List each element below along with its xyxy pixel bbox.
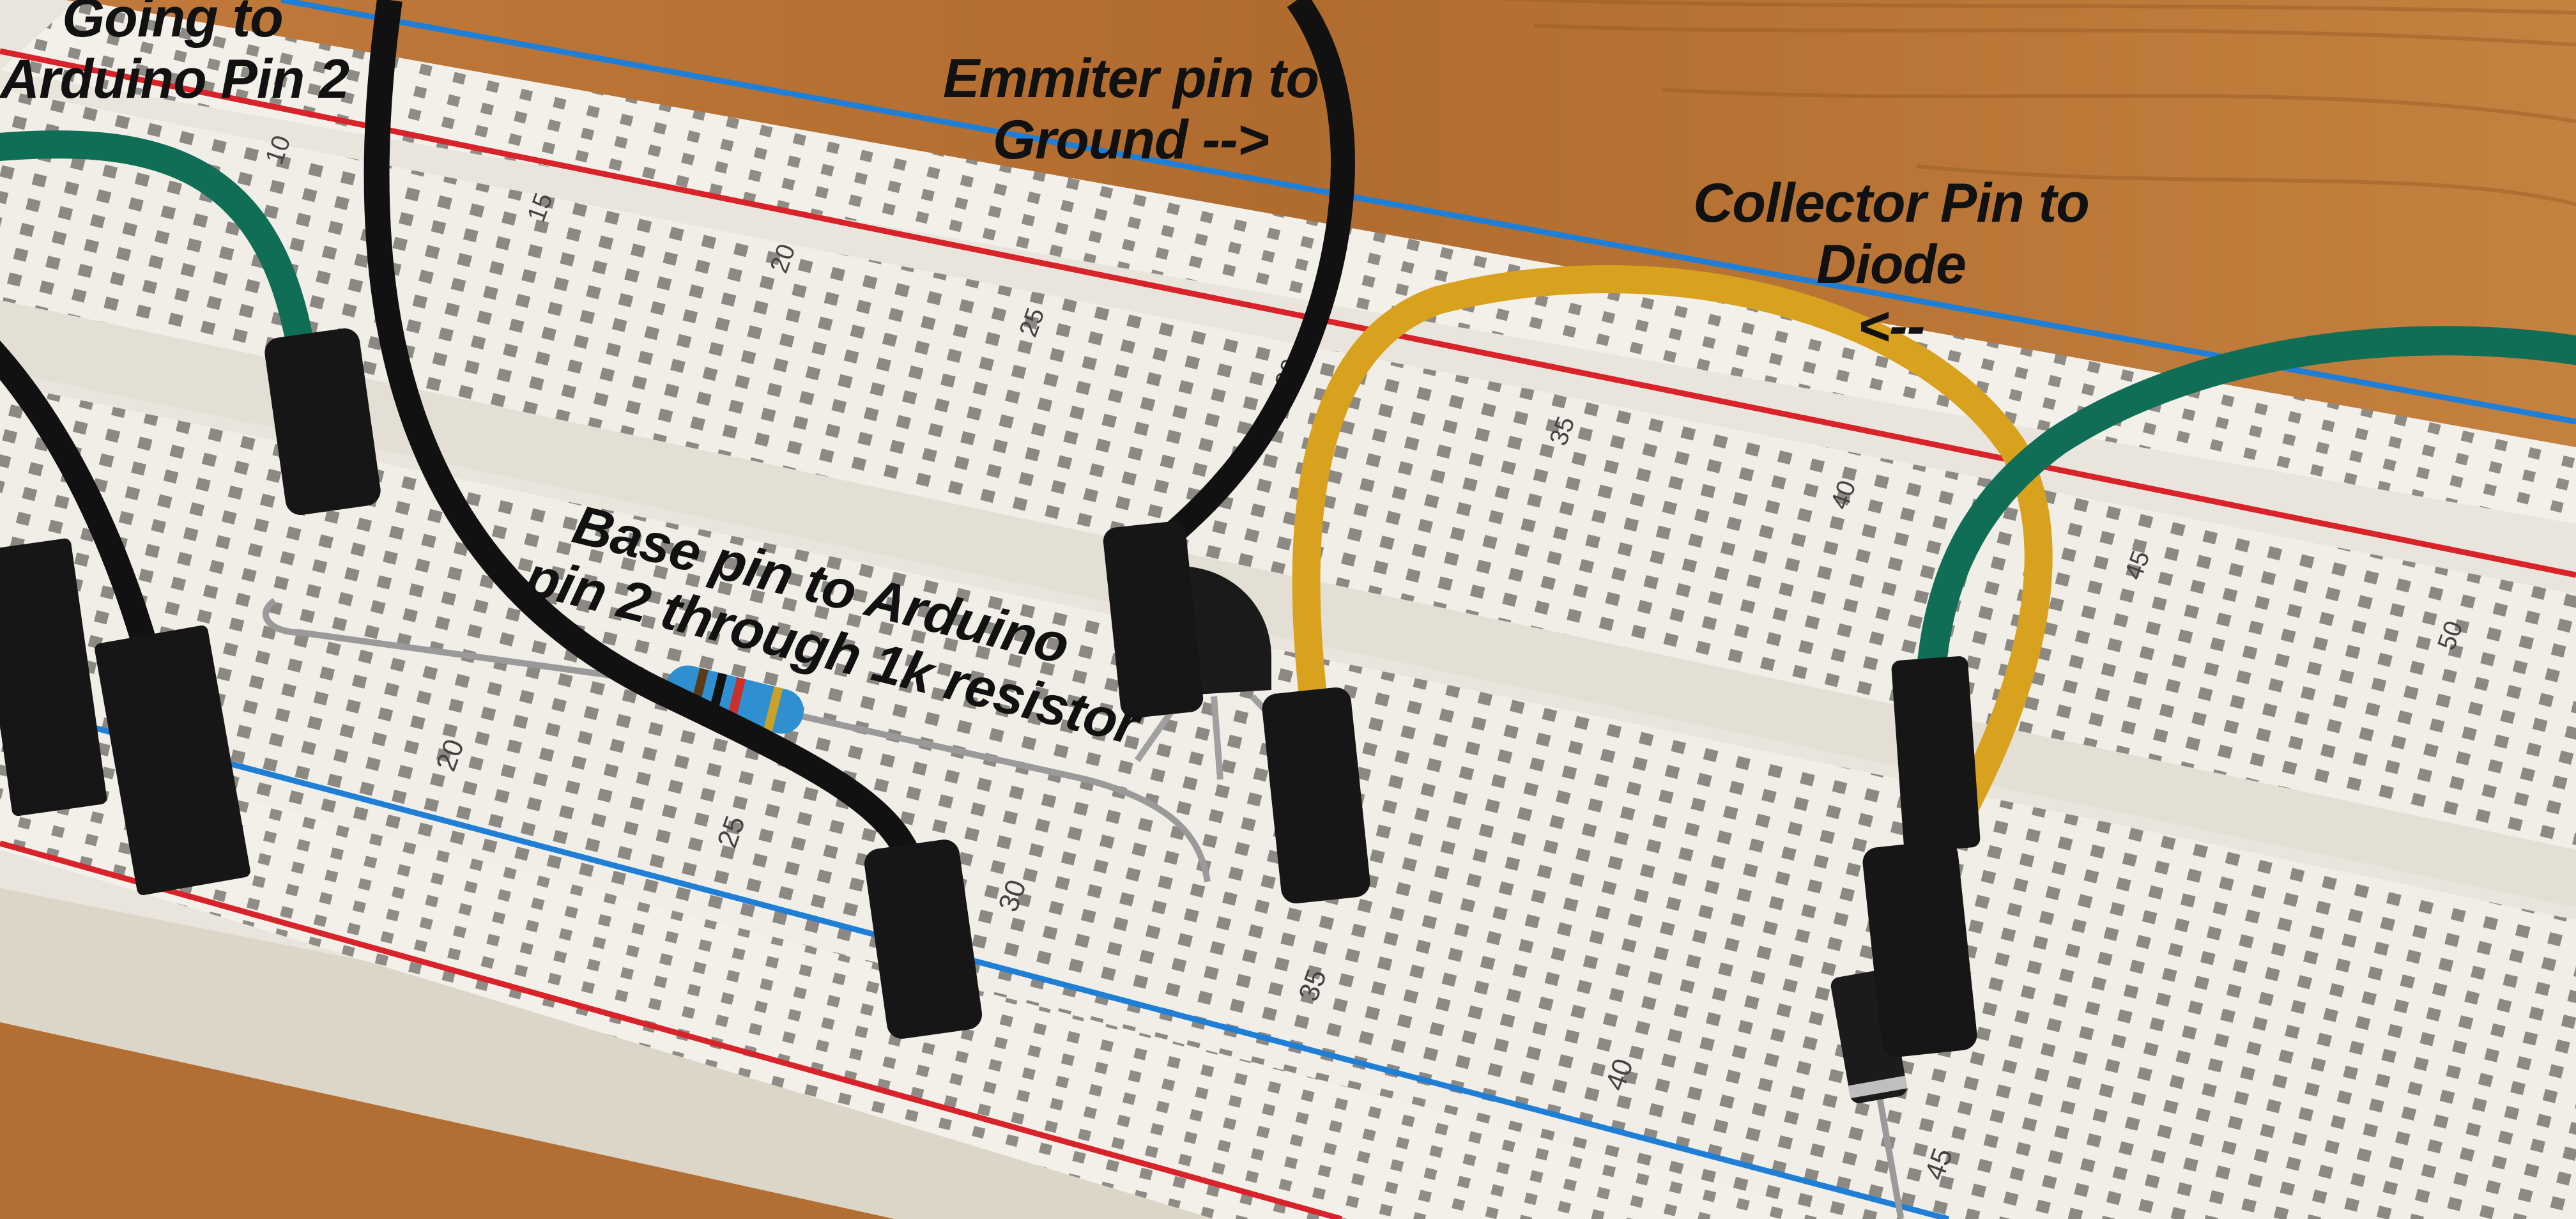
black-wire-left bbox=[0, 341, 160, 656]
upper-power-rail bbox=[0, 0, 2576, 524]
lower-red-rail-line bbox=[0, 840, 1343, 1219]
label-line: Collector Pin to bbox=[1693, 172, 2089, 234]
resistor-lead-right bbox=[797, 712, 1211, 882]
jumper-head-green-left bbox=[264, 328, 381, 515]
green-wire-right bbox=[1915, 326, 2576, 691]
jumper-head-green-right bbox=[1891, 656, 1981, 852]
yellow-wire bbox=[1292, 265, 2053, 883]
upper-red-rail-line bbox=[0, 48, 2576, 578]
label-line: Going to bbox=[62, 0, 283, 49]
jumper-head-black-2 bbox=[95, 625, 250, 896]
label-arrow: <-- bbox=[1857, 295, 1926, 357]
jumper-head-emitter bbox=[1103, 521, 1204, 718]
wood-grain bbox=[1494, 0, 2576, 206]
label-line: Arduino Pin 2 bbox=[0, 49, 349, 111]
green-wire-left bbox=[0, 130, 314, 359]
label-going-to-arduino: Going to Arduino Pin 2 bbox=[0, 0, 349, 111]
jumper-heads bbox=[0, 328, 1981, 1057]
black-wire-long bbox=[364, 0, 926, 873]
resistor-lead-left bbox=[262, 597, 671, 687]
jumper-head-yellow-right bbox=[1862, 840, 1977, 1057]
label-line: Ground --> bbox=[993, 109, 1269, 171]
label-collector-to-diode: Collector Pin to Diode <-- bbox=[1661, 172, 2121, 357]
table-front bbox=[0, 1022, 894, 1219]
label-line: Emmiter pin to bbox=[942, 48, 1319, 109]
jumper-head-long bbox=[864, 839, 983, 1039]
jumper-head-black-1 bbox=[0, 538, 107, 816]
upper-blue-rail-line bbox=[280, 0, 2576, 425]
label-line: Diode bbox=[1816, 234, 1966, 296]
label-emitter-to-ground: Emmiter pin to Ground --> bbox=[926, 48, 1335, 171]
jumper-head-yellow-left bbox=[1262, 687, 1370, 904]
